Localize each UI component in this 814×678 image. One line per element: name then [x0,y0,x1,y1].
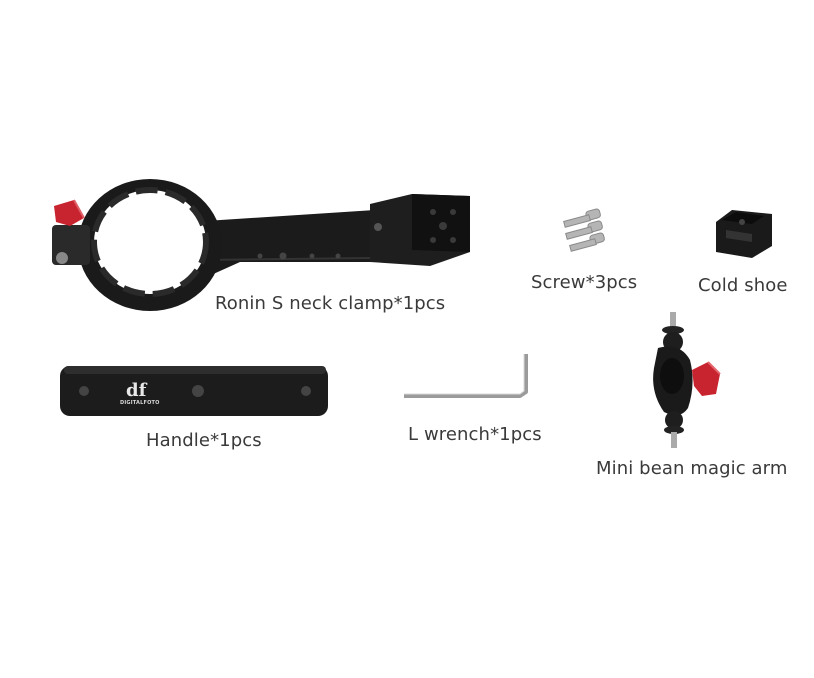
neck-clamp-image [40,170,480,320]
handle-logo-mark: df [126,380,147,401]
screw-image [556,206,616,256]
handle-label: Handle*1pcs [146,430,262,451]
handle-logo-text: DIGITALFOTO [120,400,160,406]
cold-shoe-image [712,200,774,260]
neck-clamp-label: Ronin S neck clamp*1pcs [215,293,446,314]
magic-arm-image [644,312,724,452]
l-wrench-image [402,352,532,404]
magic-arm-label: Mini bean magic arm [596,458,788,479]
l-wrench-label: L wrench*1pcs [408,424,542,445]
cold-shoe-label: Cold shoe [698,275,788,296]
handle-image: df DIGITALFOTO [60,364,330,420]
screw-label: Screw*3pcs [531,272,638,293]
